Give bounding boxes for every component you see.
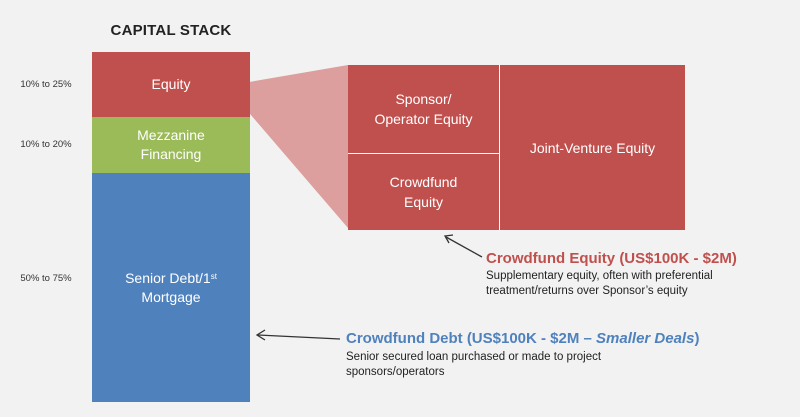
mezzanine-range-label: 10% to 20% — [20, 139, 72, 150]
crowdfund-debt-description: Senior secured loan purchased or made to… — [346, 350, 646, 380]
senior-label-line2: Mortgage — [141, 288, 201, 305]
crowdfund-equity-heading: Crowdfund Equity (US$100K - $2M) — [486, 250, 737, 267]
crowdfund-debt-desc-line2: sponsors/operators — [346, 366, 445, 378]
crowdfund-equity-arrow — [443, 234, 483, 258]
senior-label-text: Senior Debt/1 — [125, 269, 211, 286]
senior-label-line1: Senior Debt/1st — [125, 269, 217, 288]
crowdfund-label-line2: Equity — [404, 194, 443, 210]
equity-range-label: 10% to 25% — [20, 79, 72, 90]
crowdfund-label-line1: Crowdfund — [389, 174, 458, 190]
crowdfund-equity-desc-line1: Supplementary equity, often with prefere… — [486, 270, 713, 282]
crowdfund-equity-description: Supplementary equity, often with prefere… — [486, 269, 776, 299]
equity-breakdown-box: Sponsor/ Operator Equity Crowdfund Equit… — [348, 65, 685, 230]
senior-label-superscript: st — [210, 271, 217, 281]
crowdfund-debt-heading-close: ) — [694, 330, 700, 347]
mezzanine-label-line2: Financing — [140, 146, 202, 162]
crowdfund-debt-arrow — [255, 329, 341, 341]
equity-block-label: Equity — [151, 76, 191, 92]
capital-stack-title: CAPITAL STACK — [110, 22, 232, 39]
mezzanine-block: Mezzanine Financing — [92, 117, 250, 173]
senior-range-label: 50% to 75% — [20, 273, 72, 284]
joint-venture-equity-cell: Joint-Venture Equity — [500, 65, 685, 230]
crowdfund-debt-heading: Crowdfund Debt (US$100K - $2M – Smaller … — [346, 330, 699, 347]
sponsor-operator-equity-cell: Sponsor/ Operator Equity — [348, 65, 500, 154]
crowdfund-debt-heading-text: Crowdfund Debt (US$100K - $2M – — [346, 330, 597, 347]
crowdfund-debt-heading-emphasis: Smaller Deals — [596, 330, 695, 347]
crowdfund-equity-cell: Crowdfund Equity — [348, 154, 500, 230]
crowdfund-equity-desc-line2: treatment/returns over Sponsor’s equity — [486, 285, 688, 297]
sponsor-label-line2: Operator Equity — [374, 111, 473, 127]
equity-block: Equity — [92, 52, 250, 117]
joint-venture-label: Joint-Venture Equity — [529, 139, 656, 156]
equity-expansion-wedge — [226, 65, 348, 228]
sponsor-label-line1: Sponsor/ — [395, 91, 452, 107]
senior-debt-block: Senior Debt/1st Mortgage — [92, 173, 250, 402]
crowdfund-debt-desc-line1: Senior secured loan purchased or made to… — [346, 351, 602, 363]
mezzanine-label-line1: Mezzanine — [137, 127, 205, 143]
